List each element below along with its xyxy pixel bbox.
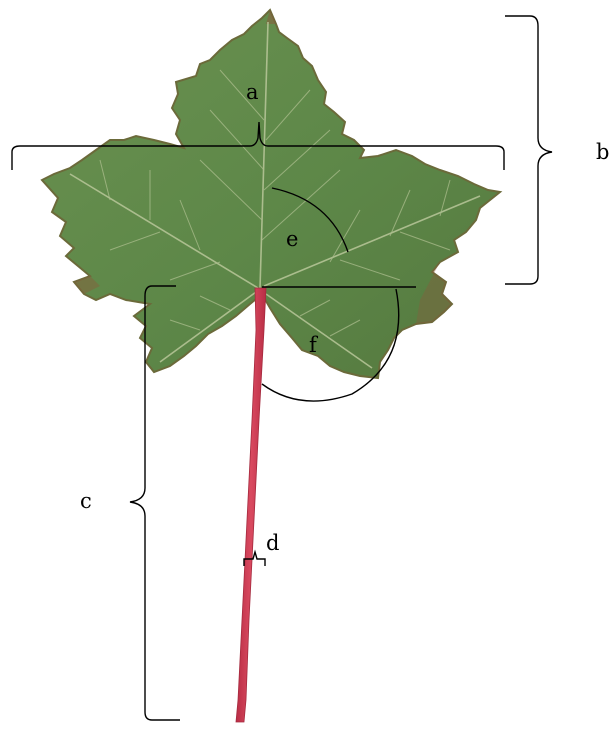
bracket-b-line <box>505 16 552 284</box>
bracket-b: b <box>505 16 609 284</box>
leaf-outline <box>42 10 500 378</box>
label-a: a <box>246 80 259 104</box>
label-e: e <box>286 227 298 251</box>
label-c: c <box>80 489 92 513</box>
label-d: d <box>266 531 279 555</box>
label-b: b <box>596 140 609 164</box>
leaf-blade <box>42 10 500 378</box>
petiole <box>236 288 266 722</box>
